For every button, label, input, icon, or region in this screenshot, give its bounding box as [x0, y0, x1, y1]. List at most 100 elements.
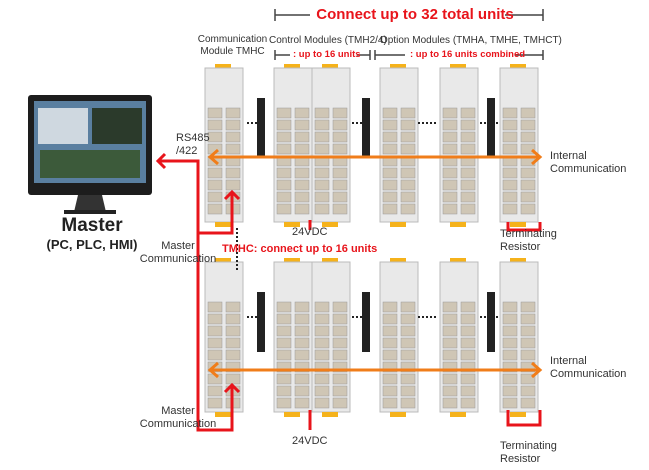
module-tab: [510, 412, 526, 417]
terminal-screw: [207, 119, 223, 131]
terminal-screw: [502, 191, 518, 203]
control-modules-label: Control Modules (TMH2/4): [269, 35, 387, 46]
terminal-screw: [502, 167, 518, 179]
label-line: Master: [161, 405, 195, 417]
terminal-screw: [502, 337, 518, 349]
terminal-screw: [332, 107, 348, 119]
terminal-screw: [382, 385, 398, 397]
terminal-screw: [332, 179, 348, 191]
terminal-screw: [294, 349, 310, 361]
module-tab: [322, 222, 338, 227]
terminal-screw: [400, 143, 416, 155]
terminal-screw: [225, 179, 241, 191]
terminal-screw: [442, 179, 458, 191]
terminal-screw: [520, 179, 536, 191]
terminal-screw: [314, 361, 330, 373]
terminal-screw: [294, 313, 310, 325]
terminal-screw: [382, 203, 398, 215]
terminal-screw: [207, 167, 223, 179]
label-line: Communication: [197, 34, 268, 45]
terminal-screw: [276, 203, 292, 215]
terminal-screw: [332, 301, 348, 313]
terminal-screw: [314, 313, 330, 325]
terminal-screw: [400, 385, 416, 397]
terminal-screw: [502, 143, 518, 155]
terminal-screw: [314, 373, 330, 385]
terminal-screw: [460, 191, 476, 203]
terminal-screw: [294, 191, 310, 203]
terminal-screw: [400, 325, 416, 337]
master-monitor-icon: [28, 95, 152, 214]
terminal-screw: [460, 313, 476, 325]
terminal-screw: [400, 361, 416, 373]
terminal-screw: [225, 373, 241, 385]
module-tab: [322, 258, 338, 264]
terminal-screw: [400, 119, 416, 131]
terminal-screw: [442, 131, 458, 143]
terminal-screw: [382, 325, 398, 337]
terminal-screw: [520, 373, 536, 385]
terminal-screw: [460, 337, 476, 349]
terminal-screw: [382, 301, 398, 313]
terminal-screw: [502, 349, 518, 361]
terminal-screw: [294, 373, 310, 385]
terminal-screw: [520, 325, 536, 337]
module-tab: [322, 412, 338, 417]
terminal-screw: [442, 361, 458, 373]
label-line: Communication: [139, 418, 217, 430]
terminal-screw: [442, 107, 458, 119]
terminal-screw: [332, 191, 348, 203]
terminal-screw: [382, 131, 398, 143]
terminal-screw: [520, 119, 536, 131]
terminal-screw: [442, 349, 458, 361]
terminal-screw: [294, 119, 310, 131]
terminal-screw: [314, 337, 330, 349]
terminal-screw: [502, 179, 518, 191]
terminal-screw: [460, 107, 476, 119]
terminal-screw: [276, 313, 292, 325]
terminal-screw: [294, 397, 310, 409]
terminal-screw: [382, 397, 398, 409]
terminal-screw: [460, 301, 476, 313]
module-tab: [450, 258, 466, 264]
terminal-screw: [207, 179, 223, 191]
rs485-label: RS485/422: [176, 132, 210, 158]
module-tab: [390, 412, 406, 417]
terminal-screw: [460, 349, 476, 361]
label-line: Resistor: [500, 453, 541, 465]
terminal-screw: [400, 301, 416, 313]
terminal-screw: [314, 179, 330, 191]
module-tab: [390, 258, 406, 264]
terminal-screw: [400, 167, 416, 179]
terminal-screw: [276, 325, 292, 337]
terminal-screw: [400, 313, 416, 325]
terminal-screw: [460, 385, 476, 397]
label-line: Internal: [550, 355, 587, 367]
terminal-screw: [382, 167, 398, 179]
terminal-screw: [442, 313, 458, 325]
terminal-screw: [520, 191, 536, 203]
terminal-screw: [400, 349, 416, 361]
module-tab: [510, 64, 526, 70]
terminal-screw: [332, 325, 348, 337]
terminal-screw: [294, 131, 310, 143]
terminal-screw: [207, 191, 223, 203]
terminal-screw: [314, 203, 330, 215]
module-tab: [215, 64, 231, 70]
terminal-screw: [314, 143, 330, 155]
terminal-screw: [520, 397, 536, 409]
terminal-screw: [460, 119, 476, 131]
module-connector: [487, 292, 495, 352]
terminal-screw: [442, 337, 458, 349]
terminal-screw: [207, 325, 223, 337]
terminal-screw: [294, 167, 310, 179]
terminal-screw: [294, 143, 310, 155]
master-subtitle: (PC, PLC, HMI): [46, 237, 138, 252]
label-line: Communication: [550, 368, 627, 380]
label-line: Module TMHC: [200, 46, 265, 57]
terminal-screw: [294, 107, 310, 119]
terminal-screw: [400, 179, 416, 191]
